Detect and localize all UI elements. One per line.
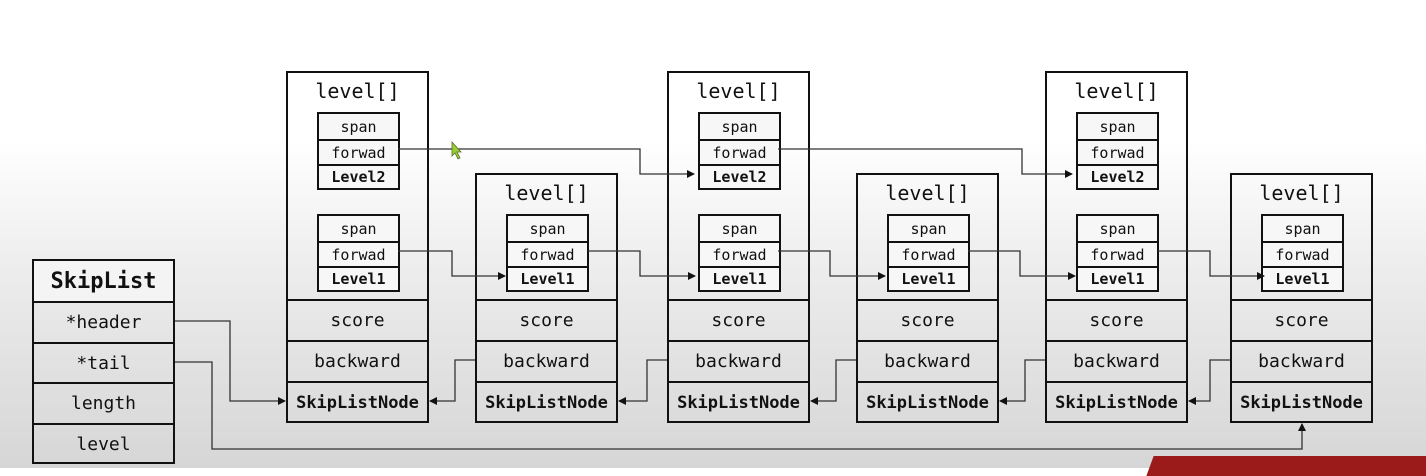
backward-arrow <box>618 359 667 405</box>
level1-forward-arrow <box>398 250 506 280</box>
backward-field: backward <box>288 340 427 381</box>
skiplist-field-tail: *tail <box>34 342 173 382</box>
forward-field: forwad <box>508 241 587 266</box>
level1-forward-arrow <box>588 250 696 280</box>
level-name: Level2 <box>319 164 398 188</box>
forward-field: forwad <box>319 139 398 164</box>
span-field: span <box>1284 219 1321 238</box>
level-array-label: level[] <box>1259 181 1344 205</box>
backward-field: backward <box>858 340 997 381</box>
node-name: SkipListNode <box>858 381 997 423</box>
score-field: score <box>1232 299 1371 340</box>
level2-forward-arrow <box>398 148 695 178</box>
level-name: Level1 <box>319 266 398 290</box>
span-field: span <box>529 219 566 238</box>
level-array-label: level[] <box>1074 79 1159 103</box>
span-field: span <box>1099 117 1136 136</box>
level2-forward-arrow <box>778 148 1073 178</box>
forward-field: forwad <box>319 241 398 266</box>
backward-field: backward <box>477 340 616 381</box>
span-field: span <box>721 219 758 238</box>
level-array-label: level[] <box>315 79 400 103</box>
level1-forward-arrow <box>968 250 1076 280</box>
backward-field: backward <box>1232 340 1371 381</box>
forward-field: forwad <box>1078 241 1157 266</box>
forward-field: forwad <box>1078 139 1157 164</box>
level1-forward-arrow <box>1158 250 1265 280</box>
level-name: Level2 <box>1078 164 1157 188</box>
level-array-label: level[] <box>504 181 589 205</box>
level-name: Level1 <box>1078 266 1157 290</box>
score-field: score <box>288 299 427 340</box>
forward-field: forwad <box>889 241 968 266</box>
skiplist-field-header: *header <box>34 301 173 342</box>
skiplist-struct: SkipList *header *tail length level <box>32 259 175 464</box>
span-field: span <box>340 117 377 136</box>
node-name: SkipListNode <box>1047 381 1186 423</box>
node-name: SkipListNode <box>669 381 808 423</box>
tail-pointer-arrow <box>175 361 1306 450</box>
node-name: SkipListNode <box>288 381 427 423</box>
skiplist-title: SkipList <box>34 261 173 301</box>
score-field: score <box>858 299 997 340</box>
level1-forward-arrow <box>778 250 886 280</box>
span-field: span <box>1099 219 1136 238</box>
level-name: Level1 <box>508 266 587 290</box>
backward-arrow <box>999 359 1045 405</box>
level-array-label: level[] <box>885 181 970 205</box>
level-name: Level1 <box>889 266 968 290</box>
span-field: span <box>340 219 377 238</box>
score-field: score <box>477 299 616 340</box>
header-pointer-arrow <box>175 320 286 405</box>
forward-field: forwad <box>1263 241 1342 266</box>
score-field: score <box>1047 299 1186 340</box>
level-name: Level1 <box>1263 266 1342 290</box>
backward-arrow <box>429 359 475 405</box>
mouse-cursor-icon <box>451 140 462 160</box>
node-name: SkipListNode <box>1232 381 1371 423</box>
level-name: Level2 <box>700 164 779 188</box>
span-field: span <box>721 117 758 136</box>
level-array-label: level[] <box>696 79 781 103</box>
backward-field: backward <box>669 340 808 381</box>
node-name: SkipListNode <box>477 381 616 423</box>
backward-arrow <box>810 359 856 405</box>
skiplist-field-length: length <box>34 382 173 423</box>
backward-arrow <box>1188 359 1230 405</box>
score-field: score <box>669 299 808 340</box>
backward-field: backward <box>1047 340 1186 381</box>
skiplist-field-level: level <box>34 423 173 464</box>
span-field: span <box>910 219 947 238</box>
forward-field: forwad <box>700 241 779 266</box>
forward-field: forwad <box>700 139 779 164</box>
level-name: Level1 <box>700 266 779 290</box>
